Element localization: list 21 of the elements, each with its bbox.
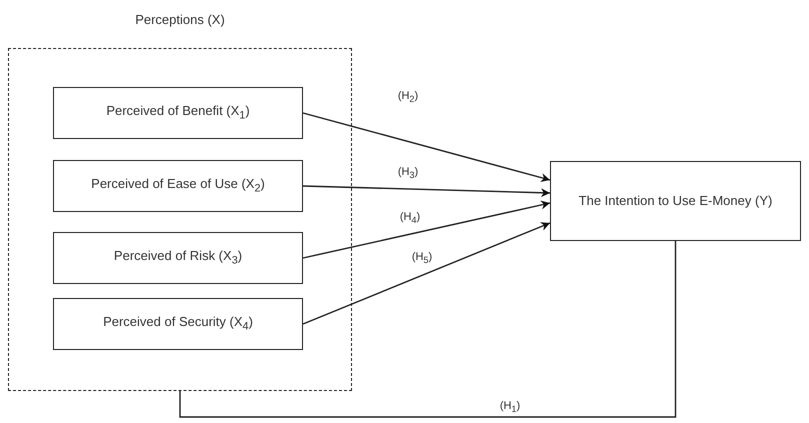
arrow [302, 200, 550, 259]
arrow [302, 112, 550, 182]
edge-label: (H$_{4}$) [398, 210, 422, 226]
variable-box [550, 161, 801, 241]
group-heading: Perceptions (X) [134, 12, 226, 27]
box-label: Perceived of Ease of Use (X$_{2}$) [91, 176, 265, 196]
variable-box [53, 232, 303, 284]
box-label: Perceived of Risk (X$_{3}$) [114, 248, 242, 268]
edge-label: (H$_{2}$) [396, 90, 420, 104]
variable-box [53, 298, 303, 350]
box-label: Perceived of Security (X$_{4}$) [103, 314, 253, 334]
box-label: The Intention to Use E-Money (Y) [578, 193, 772, 209]
edge-label: (H$_{1}$) [498, 400, 522, 414]
variable-box [53, 87, 303, 139]
edge-label: (H$_{5}$) [410, 250, 434, 266]
arrow [302, 185, 550, 198]
edge-label: (H$_{3}$) [396, 166, 420, 180]
box-label: Perceived of Benefit (X$_{1}$) [106, 103, 250, 123]
variable-box [53, 160, 303, 212]
connector-line [179, 241, 676, 418]
arrow [302, 222, 550, 325]
